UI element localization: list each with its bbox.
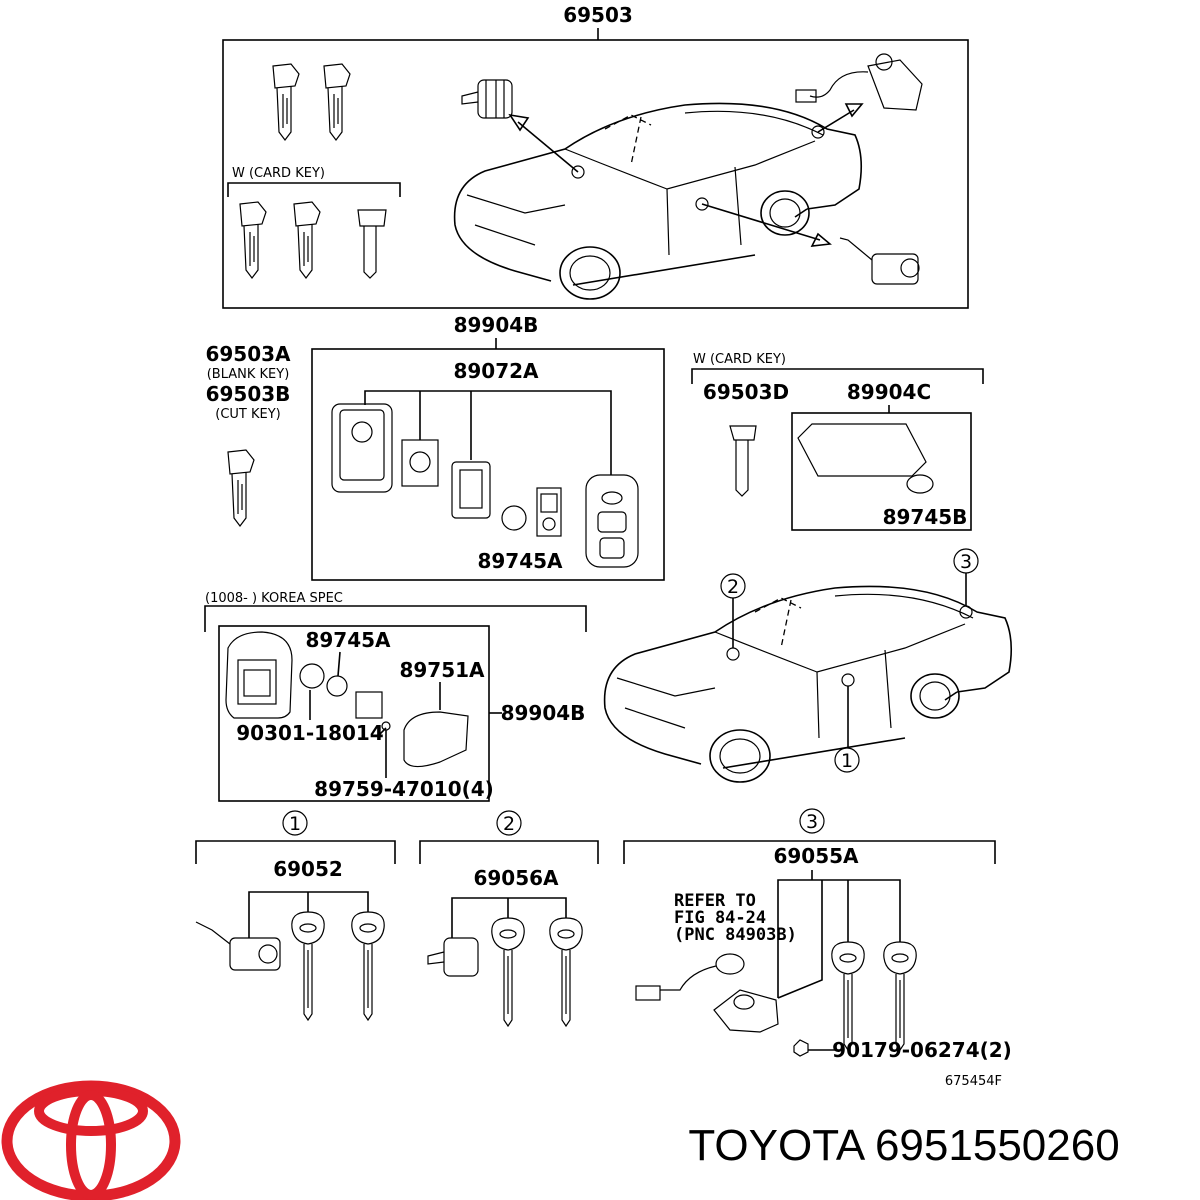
o-ring-icon (299, 663, 325, 689)
battery-icon (326, 675, 348, 697)
box-89904B (311, 348, 665, 581)
label-89745A-2: 89745A (305, 628, 391, 652)
master-key-icon (491, 917, 525, 1027)
callout-2-top: 2 (727, 576, 739, 598)
label-89745A-1: 89745A (477, 549, 563, 573)
box-89904C (791, 412, 972, 531)
label-korea-spec: (1008- ) KOREA SPEC (205, 591, 343, 606)
label-89904B-side: 89904B (501, 701, 586, 725)
master-key-icon (883, 941, 917, 1051)
label-69503D: 69503D (703, 380, 789, 404)
lock-cylinder-icon (461, 79, 513, 119)
key-insert-icon (536, 487, 562, 537)
key-blade-icon (272, 63, 300, 141)
label-89072A: 89072A (453, 359, 539, 383)
label-fig: FIG 84-24 (674, 908, 766, 928)
key-blade-icon (239, 201, 267, 279)
car-bottom-icon (603, 585, 1013, 783)
label-89759: 89759-47010(4) (314, 777, 494, 801)
card-key-blade-icon (357, 209, 387, 279)
fob-shell-icon (403, 711, 469, 768)
circuit-board-icon (355, 691, 383, 719)
toyota-logo-icon (1, 1080, 181, 1200)
fob-case-icon (225, 631, 293, 719)
callout-1-marker (834, 747, 860, 773)
label-69055A: 69055A (773, 844, 859, 868)
callout-3-bottom: 3 (806, 811, 818, 833)
label-w-card-key: W (CARD KEY) (232, 166, 325, 181)
nut-icon (793, 1039, 809, 1057)
label-69503A: 69503A (205, 342, 291, 366)
key-blade-icon (323, 63, 351, 141)
battery-icon (906, 474, 934, 494)
diagram-code: 675454F (945, 1074, 1002, 1089)
label-69503B: 69503B (206, 382, 291, 406)
label-refer-to: REFER TO (674, 891, 756, 911)
brand-caption: TOYOTA 6951550260 (688, 1121, 1119, 1170)
card-key-icon (797, 423, 927, 477)
door-lock-cylinder-icon (195, 921, 281, 971)
fob-case-icon (331, 403, 393, 493)
trunk-lock-icon (635, 953, 779, 1033)
callout-2-bottom: 2 (503, 813, 515, 835)
label-89745B: 89745B (883, 505, 968, 529)
label-90301: 90301-18014 (236, 721, 383, 745)
circuit-board-icon (451, 461, 491, 519)
label-89751A: 89751A (399, 658, 485, 682)
fob-cover-icon (401, 439, 439, 487)
lock-cylinder-icon (427, 937, 479, 977)
smart-key-fob-icon (585, 474, 639, 568)
label-cut-key: (CUT KEY) (215, 407, 281, 422)
car-top-icon (453, 102, 863, 300)
master-key-icon (291, 911, 325, 1021)
master-key-icon (831, 941, 865, 1051)
label-69056A: 69056A (473, 866, 559, 890)
master-key-icon (351, 911, 385, 1021)
callout-3-top: 3 (960, 551, 972, 573)
master-key-icon (549, 917, 583, 1027)
callout-1-top: 1 (841, 750, 853, 772)
door-lock-cylinder-icon (839, 237, 920, 285)
label-90179: 90179-06274(2) (832, 1038, 1012, 1062)
box-69503 (222, 39, 969, 309)
battery-icon (501, 505, 527, 531)
label-69052: 69052 (273, 857, 343, 881)
label-blank-key: (BLANK KEY) (207, 367, 290, 382)
label-89904B-top: 89904B (454, 313, 539, 337)
card-key-blade-icon (729, 425, 757, 497)
label-89904C: 89904C (847, 380, 931, 404)
key-blade-icon (293, 201, 321, 279)
label-w-card-key-2: W (CARD KEY) (693, 352, 786, 367)
key-blade-icon (227, 449, 255, 527)
callout-1-bottom: 1 (289, 813, 301, 835)
label-pnc: (PNC 84903B) (674, 925, 797, 945)
label-69503: 69503 (563, 3, 633, 27)
ignition-switch-icon (795, 53, 923, 111)
